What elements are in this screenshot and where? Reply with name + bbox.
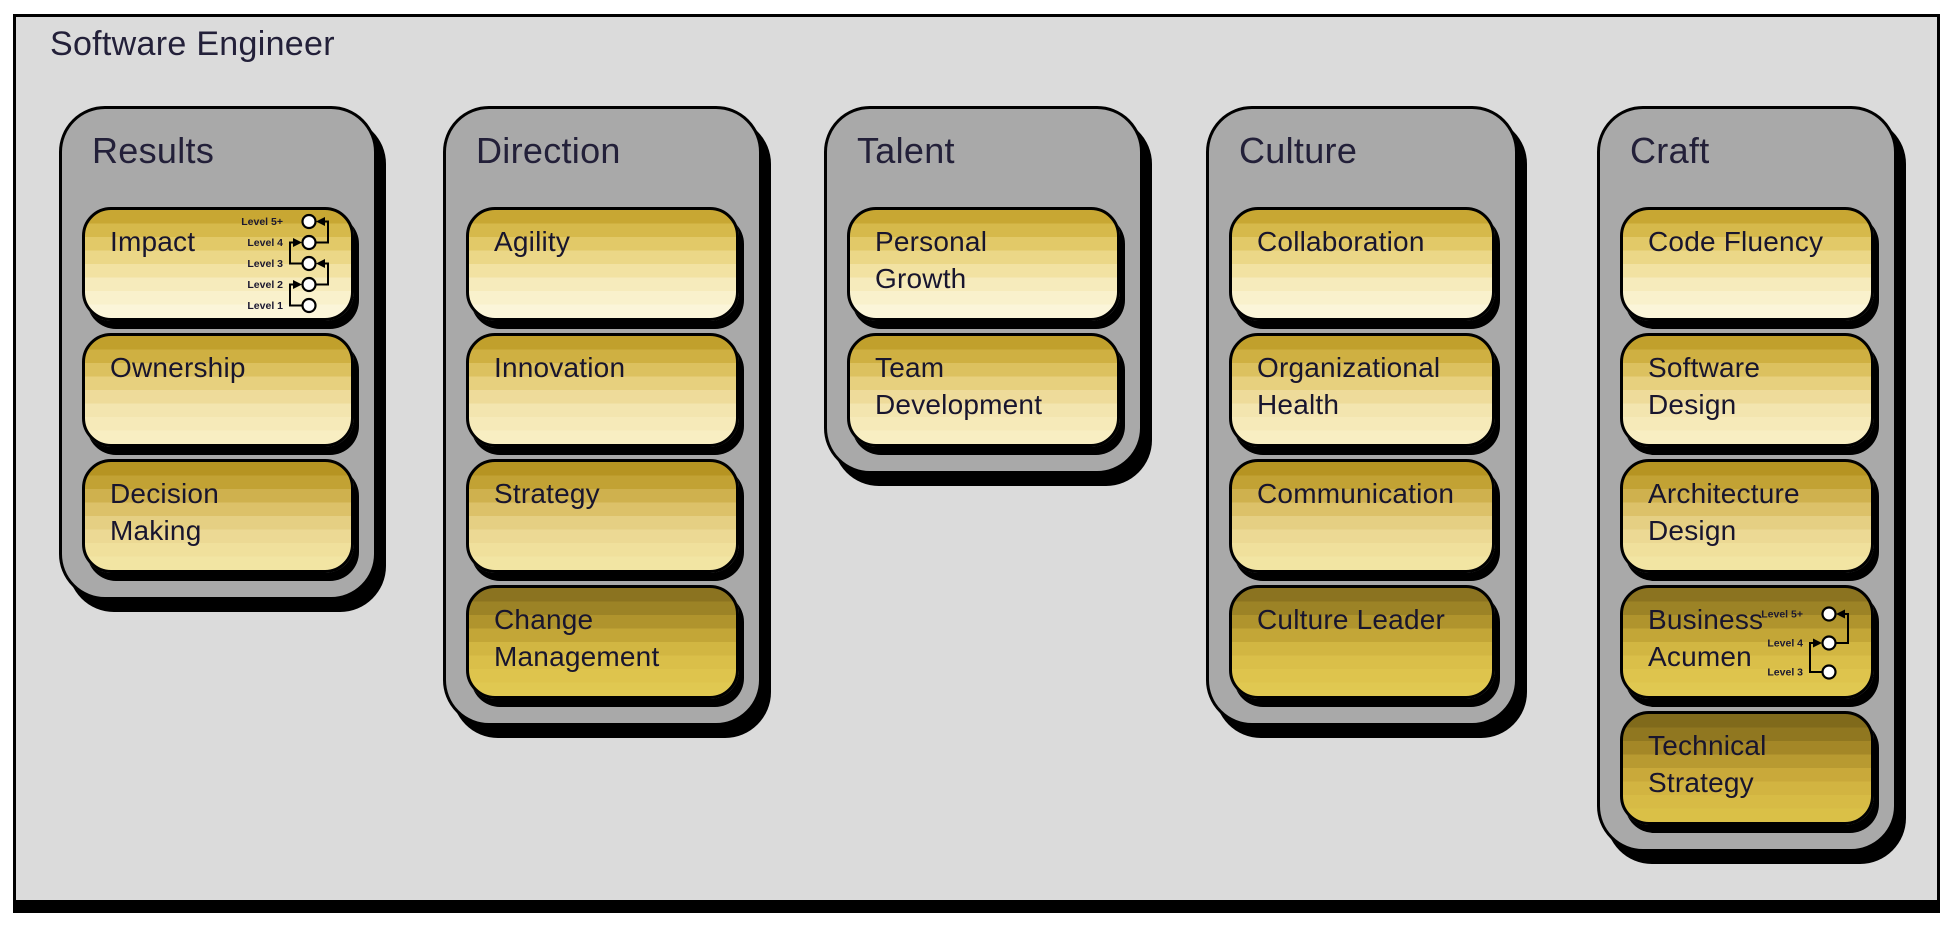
card-personal-growth: Personal Growth [847,207,1120,321]
level-node-icon [301,297,317,314]
card-code-fluency: Code Fluency [1620,207,1874,321]
card-change-management: Change Management [466,585,739,699]
card-label: Innovation [494,352,626,383]
card-label: Personal Growth [875,226,988,294]
card-label: Agility [494,226,571,257]
level-label: Level 2 [247,279,283,291]
card-label: Business Acumen [1648,604,1764,672]
card-agility: Agility [466,207,739,321]
column-title: Craft [1630,130,1710,171]
card-organizational-health: Organizational Health [1229,333,1495,447]
card-label: Software Design [1648,352,1761,420]
level-node-icon [301,234,317,251]
card-label: Organizational Health [1257,352,1441,420]
card-label: Ownership [110,352,246,383]
card-label: Decision Making [110,478,219,546]
card-ownership: Ownership [82,333,354,447]
level-node-icon [1821,635,1837,651]
column-title: Direction [476,130,621,171]
level-node-icon [301,255,317,272]
card-label: Team Development [875,352,1043,420]
card-decision-making: Decision Making [82,459,354,573]
card-label: Communication [1257,478,1455,509]
page-title: Software Engineer [50,25,335,63]
card-culture-leader: Culture Leader [1229,585,1495,699]
card-technical-strategy: Technical Strategy [1620,711,1874,825]
column-title: Talent [857,130,955,171]
level-progression-diagram: Level 5+ Level 4 Level 3 [1761,606,1849,680]
card-label: Architecture Design [1648,478,1800,546]
card-architecture-design: Architecture Design [1620,459,1874,573]
card-team-development: Team Development [847,333,1120,447]
card-label: Code Fluency [1648,226,1824,257]
card-communication: Communication [1229,459,1495,573]
level-node-icon [301,213,317,230]
card-label: Impact [110,226,196,257]
card-label: Strategy [494,478,600,509]
card-strategy: Strategy [466,459,739,573]
column-title: Culture [1239,130,1358,171]
card-label: Technical Strategy [1648,730,1767,798]
level-label: Level 5+ [241,216,283,228]
level-node-icon [1821,664,1837,680]
column-title: Results [92,130,215,171]
level-label: Level 4 [1767,638,1803,650]
level-label: Level 4 [247,237,283,249]
card-label: Change Management [494,604,660,672]
level-label: Level 3 [247,258,283,270]
level-progression-diagram: Level 5+ Level 4 Level 3 Level 2 Level 1 [241,213,329,314]
level-label: Level 3 [1767,667,1803,679]
card-software-design: Software Design [1620,333,1874,447]
level-label: Level 1 [247,300,283,312]
card-innovation: Innovation [466,333,739,447]
level-node-icon [1821,606,1837,622]
level-node-icon [301,276,317,293]
card-label: Culture Leader [1257,604,1446,635]
card-collaboration: Collaboration [1229,207,1495,321]
card-label: Collaboration [1257,226,1425,257]
level-label: Level 5+ [1761,609,1803,621]
